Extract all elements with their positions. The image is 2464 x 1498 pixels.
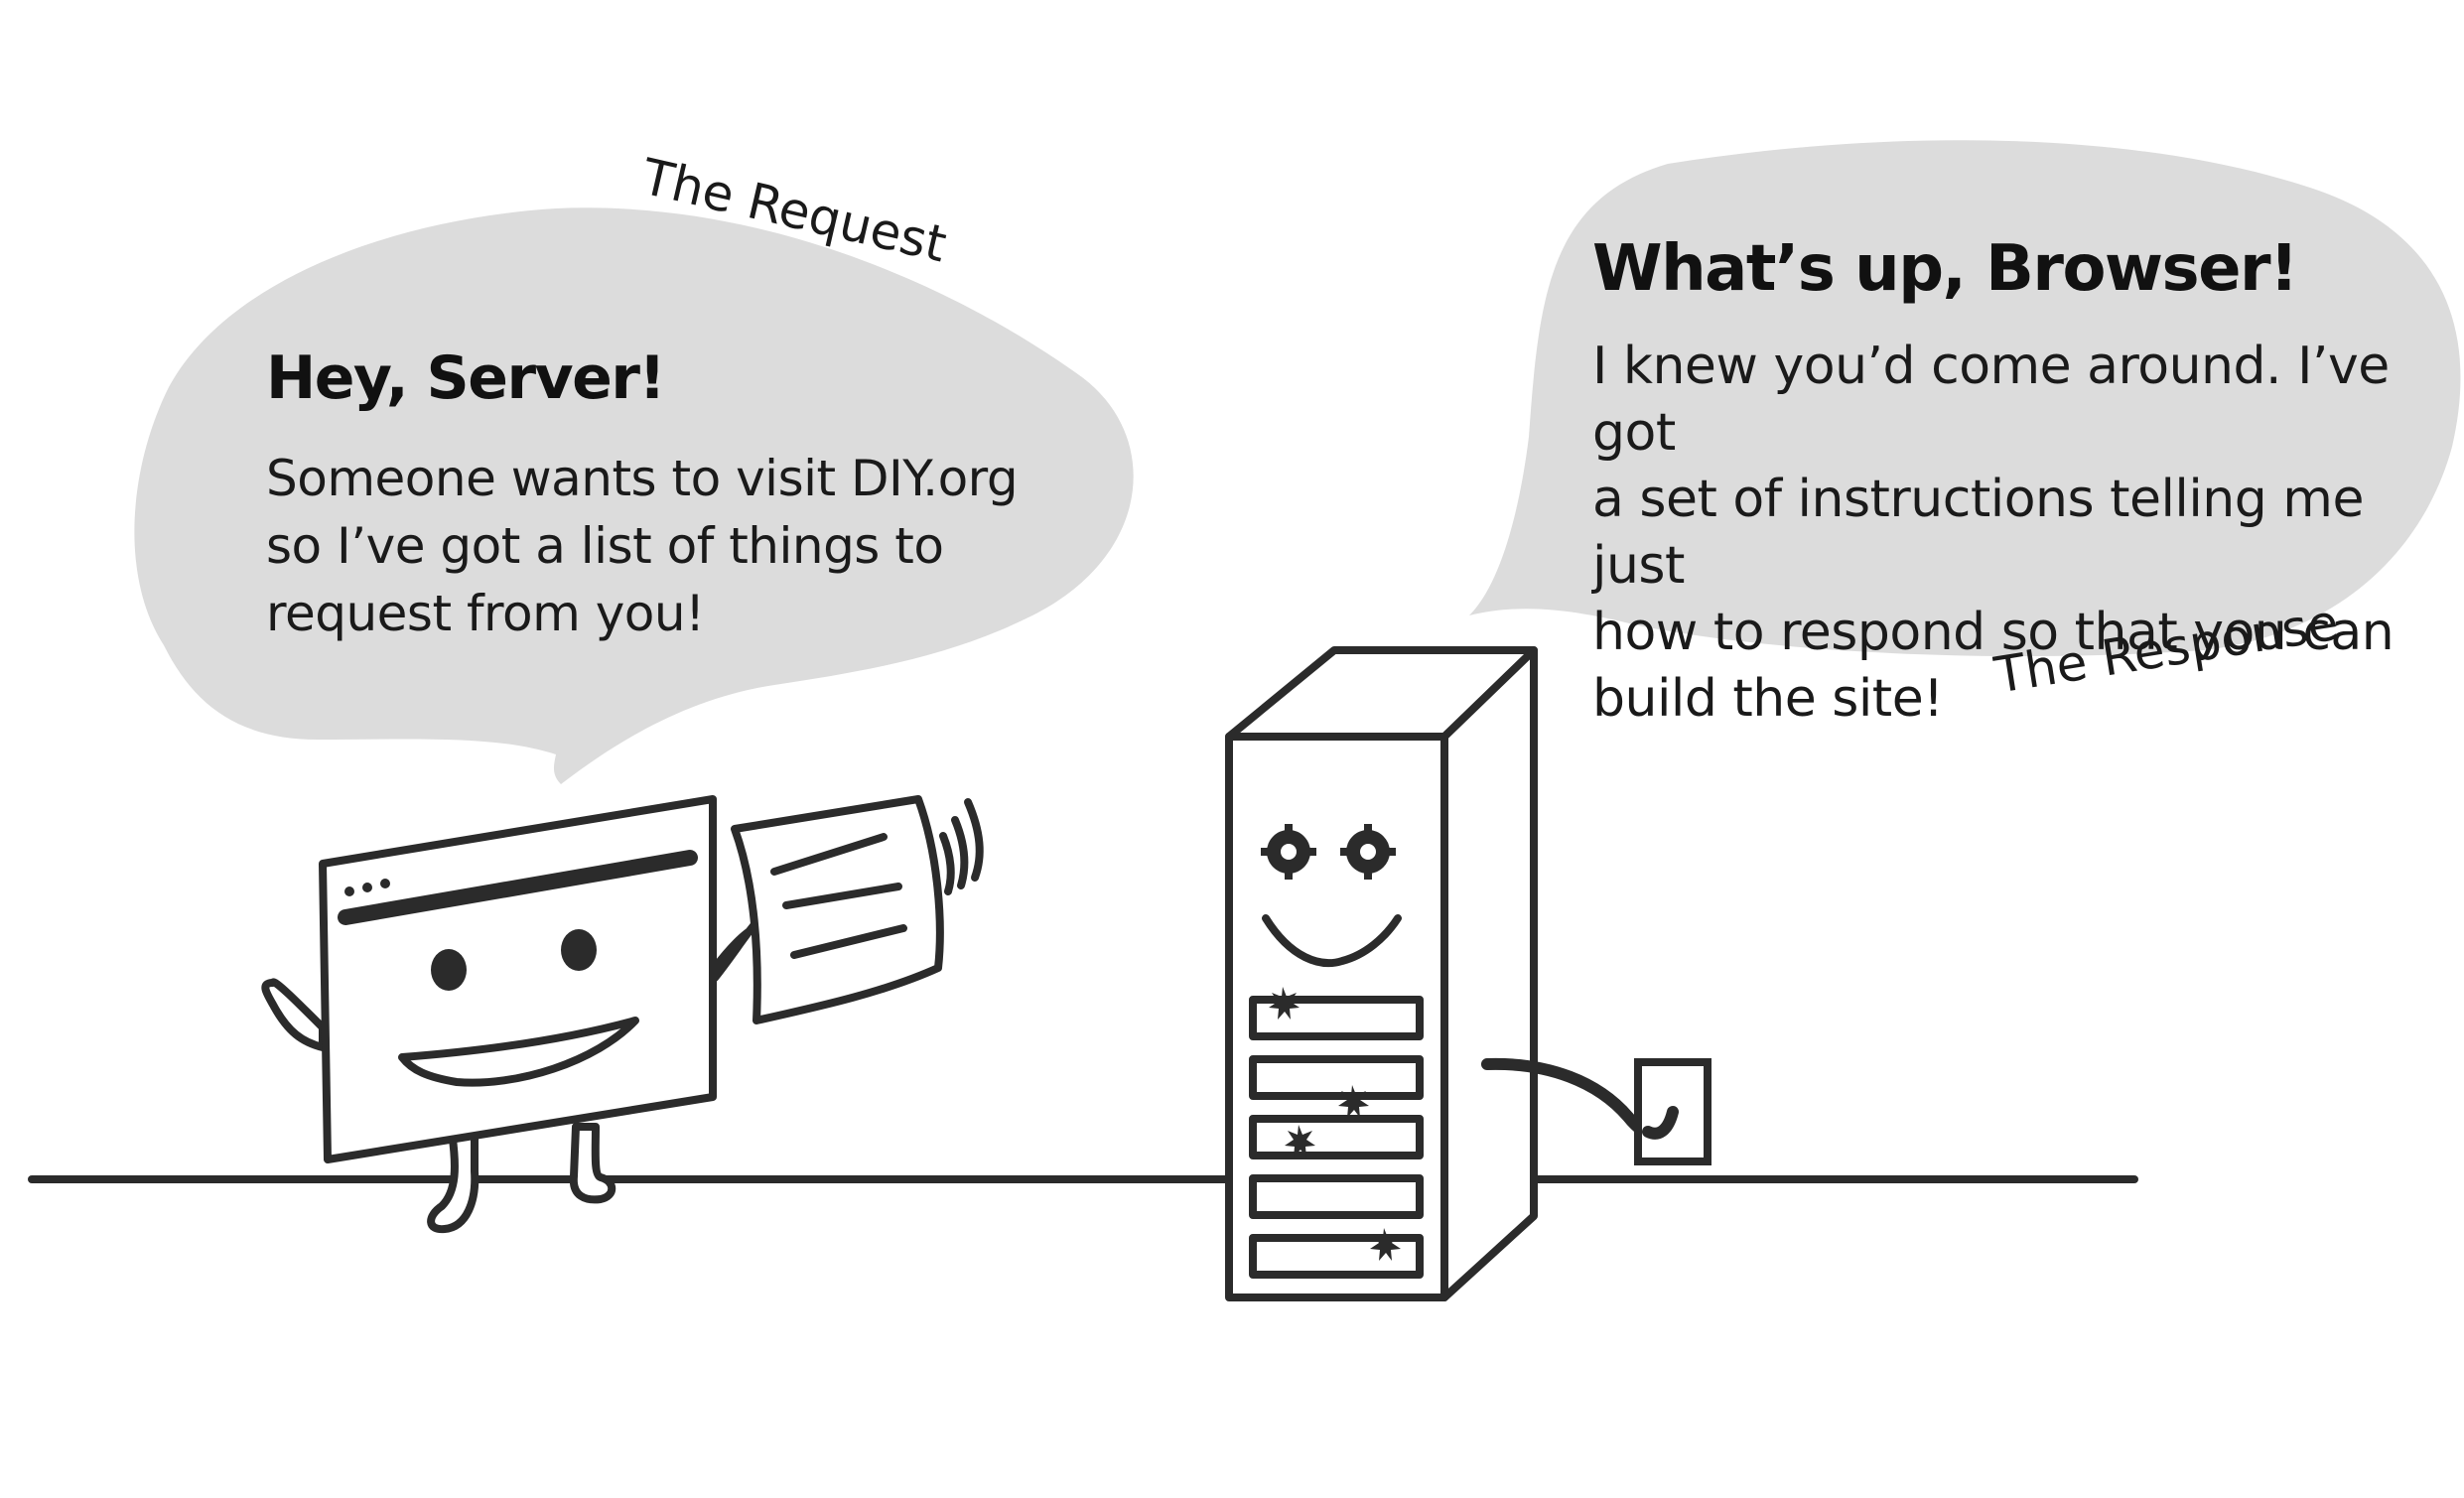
request-paper-line [782, 883, 902, 909]
response-speech-bubble [1469, 140, 2461, 657]
request-paper-line [790, 924, 907, 959]
server-drive-bay [1249, 1234, 1424, 1279]
spark-icon [1338, 1085, 1369, 1118]
request-body: Someone wants to visit DIY.org so I’ve g… [266, 450, 1019, 642]
server-drive-bay [1249, 1115, 1424, 1159]
spark-icon [1370, 1228, 1401, 1261]
browser-left-arm [261, 978, 327, 1051]
request-title: Hey, Server! [266, 343, 666, 413]
server-drive-bay [1249, 1055, 1424, 1100]
cable-plug [1642, 1106, 1679, 1140]
spark-icon [1285, 1125, 1315, 1158]
browser-dot [362, 883, 372, 892]
gear-eye-icon [1261, 824, 1316, 880]
request-paper [731, 795, 984, 1024]
browser-right-eye [561, 929, 597, 971]
browser-window [319, 795, 717, 1163]
request-paper-sheet [731, 795, 944, 1024]
browser-right-leg [569, 1123, 616, 1204]
server-smile [1262, 914, 1402, 968]
server-character [1225, 646, 1538, 1301]
request-paper-line [770, 833, 888, 876]
server-drive-bay [1249, 1174, 1424, 1219]
motion-line [964, 798, 984, 882]
browser-smile [398, 1017, 639, 1087]
gear-eye-icon [1340, 824, 1396, 880]
response-body: I knew you’d come around. I’ve got a set… [1592, 337, 2395, 729]
request-speech-bubble [134, 207, 1134, 785]
motion-line [951, 816, 969, 889]
server-side [1440, 646, 1538, 1301]
browser-address-bar [338, 850, 698, 925]
browser-dot [380, 879, 390, 888]
browser-character [261, 795, 768, 1234]
browser-left-leg [427, 1128, 479, 1234]
browser-left-eye [431, 949, 467, 991]
browser-dot [344, 886, 354, 896]
motion-line [939, 832, 955, 895]
spark-icon [1269, 987, 1300, 1020]
response-title: What’s up, Browser! [1592, 232, 2298, 306]
